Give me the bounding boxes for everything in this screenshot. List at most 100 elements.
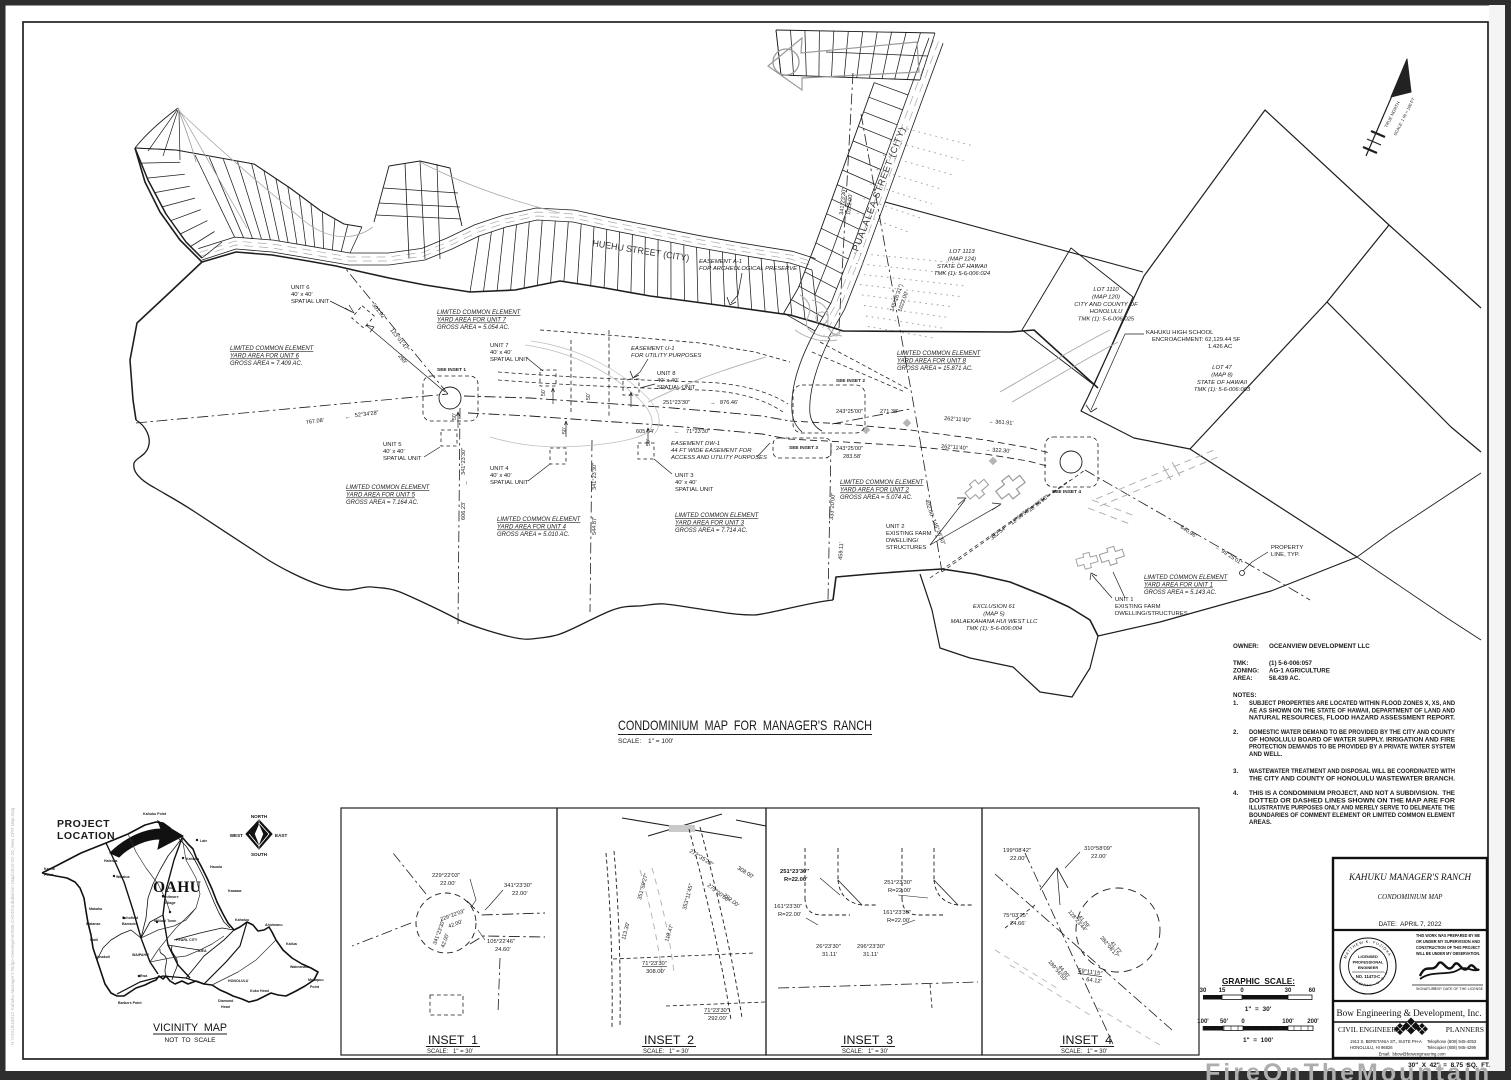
svg-text:243°25'00″: 243°25'00″ [836, 409, 863, 415]
svg-text:TMK (1): 5-6-006:003: TMK (1): 5-6-006:003 [1194, 387, 1251, 393]
svg-text:LOCATION: LOCATION [57, 830, 115, 842]
svg-text:PROJECT: PROJECT [57, 818, 110, 830]
svg-text:THIS WORK WAS PREPARED BY ME: THIS WORK WAS PREPARED BY ME [1416, 933, 1480, 938]
svg-text:SPATIAL UNIT: SPATIAL UNIT [383, 456, 422, 462]
svg-text:SPATIAL UNIT: SPATIAL UNIT [291, 299, 330, 305]
svg-text:YARD AREA FOR UNIT 4: YARD AREA FOR UNIT 4 [497, 525, 567, 531]
svg-text:Haleiwa: Haleiwa [104, 859, 118, 863]
svg-text:NORTH: NORTH [251, 814, 268, 819]
svg-text:161°23'30″: 161°23'30″ [774, 904, 802, 910]
svg-text:1" = 30': 1" = 30' [1245, 1006, 1272, 1013]
svg-text:SEE INSET 1: SEE INSET 1 [437, 367, 466, 373]
svg-text:40' x 40': 40' x 40' [490, 350, 512, 356]
svg-text:WAIPAHU: WAIPAHU [132, 953, 149, 957]
svg-text:DWELLING/STRUCTURES: DWELLING/STRUCTURES [1115, 611, 1188, 617]
svg-text:402.00': 402.00' [923, 499, 934, 518]
svg-text:GROSS AREA = 5.074 AC.: GROSS AREA = 5.074 AC. [840, 495, 913, 501]
svg-text:40' x 40': 40' x 40' [490, 473, 512, 479]
svg-text:105°22'46″: 105°22'46″ [487, 939, 515, 945]
svg-text:ENCROACHMENT: 62,129.44 SF: ENCROACHMENT: 62,129.44 SF [1152, 337, 1241, 343]
svg-text:LOT 47: LOT 47 [1212, 365, 1232, 371]
svg-text:UNIT 2: UNIT 2 [886, 524, 905, 530]
svg-text:YARD AREA FOR UNIT 8: YARD AREA FOR UNIT 8 [897, 359, 967, 365]
svg-text:100': 100' [1197, 1019, 1209, 1025]
svg-text:LIMITED COMMON ELEMENT: LIMITED COMMON ELEMENT [497, 517, 582, 523]
svg-text:DOMESTIC WATER DEMAND TO BE PR: DOMESTIC WATER DEMAND TO BE PROVIDED BY … [1249, 730, 1455, 736]
svg-text:71°23'30″: 71°23'30″ [686, 429, 710, 435]
svg-text:31.11': 31.11' [822, 952, 837, 958]
svg-text:Koko Head: Koko Head [250, 989, 269, 993]
svg-text:LIMITED COMMON ELEMENT: LIMITED COMMON ELEMENT [230, 346, 315, 352]
svg-text:199°08'42″: 199°08'42″ [1003, 848, 1031, 854]
svg-text:GROSS AREA = 7.409 AC.: GROSS AREA = 7.409 AC. [230, 361, 303, 367]
svg-text:40' x 40': 40' x 40' [291, 292, 313, 298]
svg-text:LOT 1113: LOT 1113 [949, 249, 975, 255]
svg-text:UNIT 8: UNIT 8 [657, 371, 676, 377]
svg-text:BOUNDARIES OF COMMENT ELEMENT: BOUNDARIES OF COMMENT ELEMENT OR LIMITED… [1249, 813, 1455, 819]
svg-text:TMK:: TMK: [1233, 660, 1248, 667]
svg-text:3.: 3. [1233, 768, 1238, 775]
svg-text:CONDOMINIUM MAP: CONDOMINIUM MAP [1378, 894, 1443, 901]
svg-text:EXP. DATE OF THE LICENSE: EXP. DATE OF THE LICENSE [1434, 987, 1483, 991]
svg-text:OAHU: OAHU [153, 879, 202, 896]
svg-text:LINE, TYP.: LINE, TYP. [1271, 552, 1300, 558]
svg-text:50': 50' [452, 413, 458, 420]
svg-text:GROSS AREA = 5.054 AC.: GROSS AREA = 5.054 AC. [437, 325, 510, 331]
svg-text:R=22.00': R=22.00' [888, 888, 911, 894]
svg-text:TMK (1): 5-6-006:024: TMK (1): 5-6-006:024 [934, 271, 991, 277]
svg-text:STRUCTURES: STRUCTURES [886, 545, 926, 551]
svg-text:292.00': 292.00' [708, 1016, 727, 1022]
svg-text:341°23'30″: 341°23'30″ [461, 448, 467, 475]
svg-text:SIGNATURE: SIGNATURE [1416, 987, 1437, 991]
svg-text:SPATIAL UNIT: SPATIAL UNIT [490, 480, 529, 486]
svg-text:262°11'40″: 262°11'40″ [944, 416, 971, 424]
svg-text:MALAEKAHANA HUI WEST LLC: MALAEKAHANA HUI WEST LLC [951, 619, 1039, 625]
svg-text:EXCLUSION 61: EXCLUSION 61 [973, 604, 1015, 610]
svg-text:UNIT 5: UNIT 5 [383, 442, 402, 448]
svg-text:1" = 30': 1" = 30' [1087, 1049, 1107, 1055]
svg-text:→: → [710, 400, 716, 406]
svg-text:Village: Village [164, 901, 176, 905]
svg-text:283.58': 283.58' [843, 454, 861, 460]
svg-text:296°23'30″: 296°23'30″ [857, 944, 885, 950]
svg-text:341°23'30″: 341°23'30″ [504, 883, 532, 889]
svg-text:Point: Point [44, 873, 54, 877]
svg-text:Waianae: Waianae [86, 922, 100, 926]
svg-text:↑: ↑ [465, 481, 468, 487]
svg-text:DOTTED OR DASHED LINES SHOWN O: DOTTED OR DASHED LINES SHOWN ON THE MAP … [1249, 798, 1456, 804]
svg-text:251°23'30″: 251°23'30″ [780, 869, 809, 875]
svg-text:→ 322.30': → 322.30' [985, 447, 1011, 455]
svg-text:Waialua: Waialua [116, 875, 130, 879]
svg-text:42.00': 42.00' [448, 919, 464, 930]
svg-text:876.46': 876.46' [720, 400, 738, 406]
svg-text:Telecopier (808) 945-4299: Telecopier (808) 945-4299 [1427, 1045, 1477, 1050]
svg-text:LIMITED COMMON ELEMENT: LIMITED COMMON ELEMENT [675, 513, 760, 519]
svg-text:50': 50' [586, 393, 592, 400]
svg-text:AREA:: AREA: [1233, 675, 1253, 682]
svg-text:Kahuku: Kahuku [186, 857, 199, 861]
svg-text:PROFESSIONAL: PROFESSIONAL [1353, 960, 1384, 965]
svg-text:GROSS AREA = 5.143 AC.: GROSS AREA = 5.143 AC. [1144, 590, 1217, 596]
svg-text:269': 269' [396, 354, 407, 366]
svg-text:INSET 4: INSET 4 [1062, 1033, 1112, 1047]
svg-text:1.426 AC: 1.426 AC [1208, 344, 1233, 350]
svg-text:42.00': 42.00' [440, 933, 451, 949]
svg-text:SCALE:: SCALE: [618, 738, 641, 745]
svg-text:Head: Head [221, 1005, 230, 1009]
svg-text:UNIT 1: UNIT 1 [1115, 597, 1134, 603]
svg-text:Maili: Maili [90, 938, 98, 942]
svg-text:TMK (1): 5-6-006:004: TMK (1): 5-6-006:004 [966, 626, 1023, 632]
svg-text:PLANNERS: PLANNERS [1446, 1025, 1484, 1034]
svg-text:WEST: WEST [230, 833, 243, 838]
svg-text:VICINITY MAP: VICINITY MAP [153, 1022, 227, 1034]
svg-text:AND WELL.: AND WELL. [1249, 752, 1283, 758]
svg-text:119.47': 119.47' [664, 924, 675, 943]
svg-text:40' x 40': 40' x 40' [657, 378, 679, 384]
svg-text:THE CITY AND COUNTY OF HONOLUL: THE CITY AND COUNTY OF HONOLULU WASTEWAT… [1249, 776, 1455, 782]
svg-text:R=22.00': R=22.00' [778, 912, 801, 918]
svg-text:LICENSED: LICENSED [1358, 954, 1378, 959]
svg-text:LIMITED COMMON ELEMENT: LIMITED COMMON ELEMENT [897, 351, 982, 357]
svg-text:OF HONOLULU BOARD OF WATER SUP: OF HONOLULU BOARD OF WATER SUPPLY. IRRIG… [1249, 737, 1455, 743]
svg-text:271.38': 271.38' [880, 409, 898, 415]
svg-text:308.00': 308.00' [646, 969, 665, 975]
